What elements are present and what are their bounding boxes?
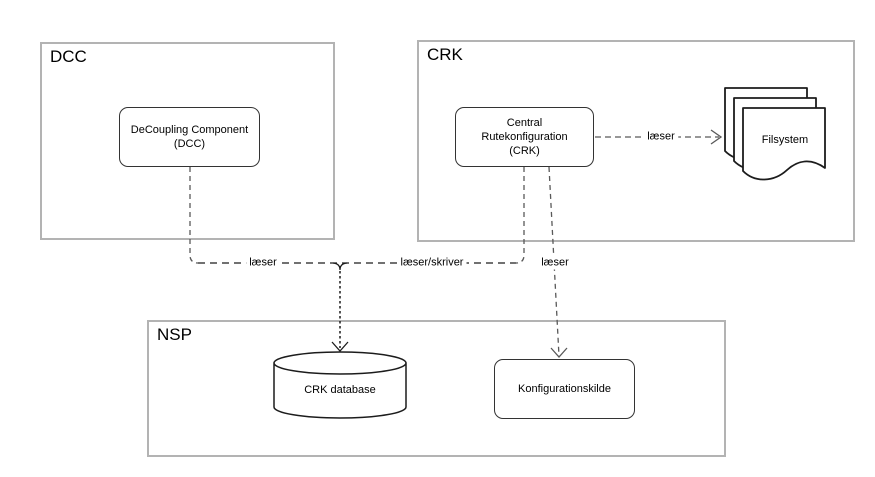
edge-junction xyxy=(332,262,348,271)
edge-label-laeser-dcc: læser xyxy=(246,256,280,270)
edge-label-laeser-skriver: læser/skriver xyxy=(397,256,467,270)
node-dcc-component[interactable]: DeCoupling Component (DCC) xyxy=(119,107,260,167)
container-nsp-label: NSP xyxy=(157,325,192,344)
node-konfigurationskilde-line1: Konfigurationskilde xyxy=(518,383,611,395)
node-dcc-component-line1: DeCoupling Component xyxy=(130,124,249,136)
node-crk-component-line3: (CRK) xyxy=(509,145,540,157)
node-konfigurationskilde[interactable]: Konfigurationskilde xyxy=(494,359,635,419)
edge-label-laeser-filsystem: læser xyxy=(644,130,678,144)
container-dcc-label: DCC xyxy=(50,47,87,66)
node-crk-component-line1: Central xyxy=(506,117,543,129)
container-crk[interactable]: CRK xyxy=(417,40,855,242)
node-crk-component-line2: Rutekonfiguration xyxy=(481,131,568,143)
edge-label-laeser-konfigurationskilde: læser xyxy=(538,256,572,270)
container-dcc[interactable]: DCC xyxy=(40,42,335,240)
node-crk-component[interactable]: Central Rutekonfiguration (CRK) xyxy=(455,107,594,167)
container-nsp[interactable]: NSP xyxy=(147,320,726,457)
node-dcc-component-line2: (DCC) xyxy=(173,138,206,150)
container-crk-label: CRK xyxy=(427,45,463,64)
